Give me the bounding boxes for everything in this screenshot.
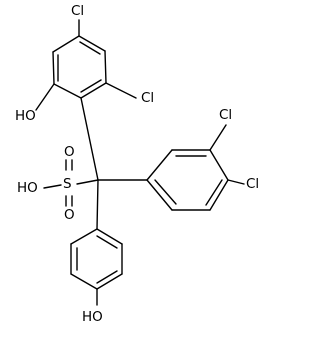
bond bbox=[96, 273, 123, 290]
bond-to-cl-meta bbox=[209, 124, 227, 151]
dichlorohydroxyphenyl-ring bbox=[52, 35, 107, 99]
double-bond-inner bbox=[79, 41, 101, 55]
bond bbox=[104, 50, 107, 84]
double-bond-inner bbox=[205, 179, 223, 206]
bond-central-to-ringC bbox=[96, 179, 99, 230]
dichlorophenyl-ring bbox=[146, 149, 229, 211]
oh-bottom-label: HO bbox=[82, 309, 103, 325]
bond bbox=[209, 179, 229, 211]
sulfur-label: S bbox=[63, 176, 72, 192]
double-bond-inner bbox=[96, 270, 118, 284]
bond bbox=[78, 35, 106, 52]
sulfonyl-o-upper-label: O bbox=[64, 144, 75, 160]
double-bond-inner bbox=[154, 179, 177, 205]
bond bbox=[70, 273, 98, 290]
cl-para-label: Cl bbox=[246, 176, 259, 192]
cl-upper-right-label: Cl bbox=[141, 90, 154, 106]
bond-ringA-to-central bbox=[80, 97, 99, 181]
bond bbox=[52, 51, 55, 85]
bond bbox=[80, 82, 107, 99]
bond-to-cl-para bbox=[227, 179, 245, 185]
bond bbox=[146, 149, 173, 181]
bond-to-oh-upper bbox=[35, 83, 55, 111]
bond-s-to-oh bbox=[43, 184, 62, 189]
bond bbox=[53, 83, 82, 99]
bond bbox=[146, 179, 173, 211]
bond bbox=[70, 228, 98, 245]
bond-to-cl-upper-right bbox=[105, 82, 137, 99]
bond bbox=[52, 35, 80, 53]
hydroxyphenyl-ring bbox=[70, 228, 123, 290]
chemical-structure-diagram: Cl Cl HO HO S O O Cl Cl HO bbox=[15, 3, 259, 325]
bond bbox=[96, 228, 123, 245]
bond-central-to-sulfur bbox=[76, 179, 99, 185]
bond bbox=[209, 149, 229, 181]
cl-top-label: Cl bbox=[71, 3, 84, 19]
sulfonyl-o-lower-label: O bbox=[64, 207, 75, 223]
double-bond-inner bbox=[80, 79, 102, 93]
cl-meta-label: Cl bbox=[219, 107, 232, 123]
oh-upper-label: HO bbox=[15, 108, 36, 124]
sulfonic-oh-label: HO bbox=[17, 180, 38, 196]
double-bond-inner bbox=[96, 235, 118, 249]
